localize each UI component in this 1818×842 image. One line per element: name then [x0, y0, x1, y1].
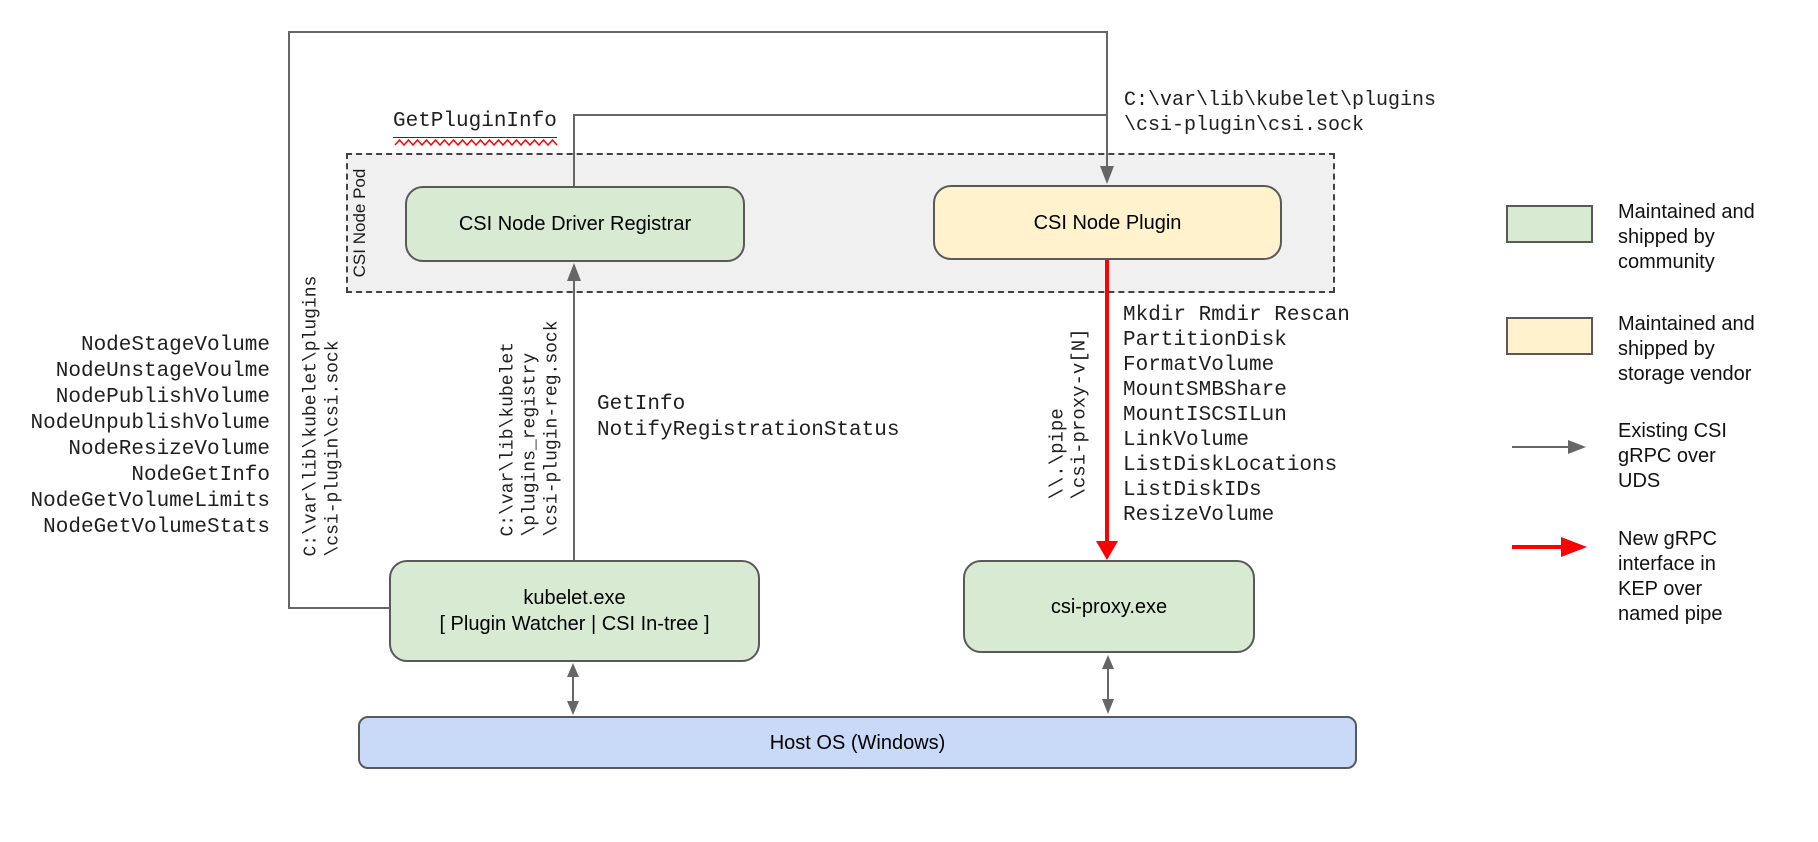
csi-sock-path-vertical-label: C:\var\lib\kubelet\plugins \csi-plugin\c…: [301, 275, 344, 557]
csiproxy-hostos-double-arrow: [1102, 655, 1114, 714]
proxy-method-item: MountSMBShare: [1123, 379, 1287, 402]
host-os-label: Host OS (Windows): [769, 731, 946, 754]
spellcheck-squiggle: [394, 138, 558, 147]
csi-node-plugin-label: CSI Node Plugin: [1033, 211, 1182, 234]
legend-pipe-arrow: [1512, 537, 1587, 557]
csi-proxy-method-list: Mkdir Rmdir Rescan PartitionDisk FormatV…: [1123, 303, 1350, 528]
csi-node-plugin-box: CSI Node Plugin: [933, 185, 1282, 260]
get-plugin-info-text: GetPluginInfo: [393, 109, 557, 138]
proxy-method-item: ResizeVolume: [1123, 504, 1275, 527]
legend-community-swatch: [1506, 205, 1593, 243]
csi-method-item: NodePublishVolume: [55, 386, 270, 409]
legend-uds-arrow: [1512, 440, 1586, 454]
legend-community-label: Maintained and shipped by community: [1618, 201, 1755, 273]
kubelet-csi-method-list: NodeStageVolume NodeUnstageVoulme NodePu…: [30, 333, 270, 541]
csi-method-item: NodeGetInfo: [131, 464, 270, 487]
proxy-method-item: LinkVolume: [1123, 429, 1250, 452]
csi-node-driver-registrar-box: CSI Node Driver Registrar: [405, 186, 745, 262]
proxy-method-item: FormatVolume: [1123, 354, 1275, 377]
csi-node-driver-registrar-label: CSI Node Driver Registrar: [458, 213, 692, 235]
kubelet-hostos-double-arrow: [567, 663, 579, 715]
kubelet-box: kubelet.exe [ Plugin Watcher | CSI In-tr…: [389, 560, 760, 662]
csi-proxy-box: csi-proxy.exe: [963, 560, 1255, 653]
csi-method-item: NodeGetVolumeLimits: [30, 490, 270, 513]
named-pipe-label: \\.\pipe \csi-proxy-v[N]: [1046, 328, 1091, 500]
proxy-method-item: ListDiskLocations: [1123, 454, 1338, 477]
csi-method-item: NodeGetVolumeStats: [43, 516, 270, 539]
csi-proxy-label: csi-proxy.exe: [1050, 595, 1168, 618]
legend-vendor-label: Maintained and shipped by storage vendor: [1618, 313, 1755, 385]
host-os-box: Host OS (Windows): [358, 716, 1357, 769]
kubelet-label: kubelet.exe [ Plugin Watcher | CSI In-tr…: [439, 587, 710, 635]
get-plugin-info-label: GetPluginInfo: [393, 109, 557, 138]
kubelet-to-registrar-arrow: [567, 263, 581, 560]
proxy-method-item: ListDiskIDs: [1123, 479, 1262, 502]
registration-calls-label: GetInfo NotifyRegistrationStatus: [597, 393, 900, 442]
csi-sock-path-label: C:\var\lib\kubelet\plugins \csi-plugin\c…: [1124, 89, 1437, 137]
csi-node-pod-label: CSI Node Pod: [350, 168, 369, 278]
csi-method-item: NodeStageVolume: [80, 334, 270, 357]
csi-method-item: NodeUnstageVoulme: [55, 360, 270, 383]
csi-method-item: NodeUnpublishVolume: [30, 412, 270, 435]
csi-method-item: NodeResizeVolume: [68, 438, 270, 461]
proxy-method-item: PartitionDisk: [1123, 329, 1287, 352]
proxy-method-item: Mkdir Rmdir Rescan: [1123, 304, 1350, 327]
proxy-method-item: MountISCSILun: [1123, 404, 1287, 427]
legend-uds-label: Existing CSI gRPC over UDS: [1618, 420, 1727, 492]
legend-pipe-label: New gRPC interface in KEP over named pip…: [1618, 528, 1723, 625]
registration-sock-path-label: C:\var\lib\kubelet \plugins_registry \cs…: [498, 320, 563, 537]
plugin-to-csiproxy-red-arrow: [1096, 260, 1118, 560]
legend-vendor-swatch: [1506, 317, 1593, 355]
